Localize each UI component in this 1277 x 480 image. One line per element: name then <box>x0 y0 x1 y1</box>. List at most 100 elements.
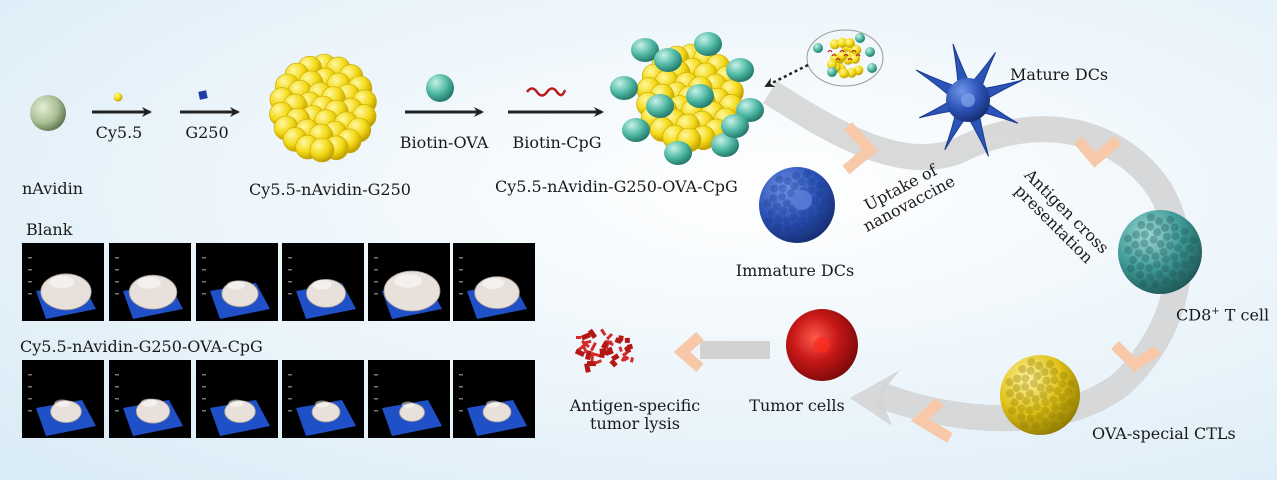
model-highlight <box>226 280 246 290</box>
label-navidin: nAvidin <box>22 179 84 198</box>
model-tick <box>115 374 119 376</box>
cell-texture <box>1129 255 1137 264</box>
mini-ball <box>846 67 857 78</box>
model-tick <box>374 257 378 259</box>
label-vaccine-group: Cy5.5-nAvidin-G250-OVA-CpG <box>20 337 263 356</box>
cell-texture <box>1146 272 1155 281</box>
mini-ova <box>827 67 837 77</box>
model-tick <box>115 293 119 295</box>
label-immature-dcs: Immature DCs <box>735 261 855 280</box>
cell-texture <box>1179 250 1188 259</box>
navidin-g250-cluster <box>269 53 377 163</box>
cell-texture <box>1169 269 1177 278</box>
ova-bump <box>664 141 692 165</box>
vaccine-panel-3 <box>196 360 278 438</box>
mini-ball <box>844 38 855 48</box>
cell-texture <box>763 199 772 208</box>
cell-texture <box>1180 260 1189 269</box>
lysis-fragment <box>611 353 620 362</box>
cell-texture <box>1177 270 1186 279</box>
chevron-5 <box>673 331 704 373</box>
label-g250: G250 <box>185 123 229 142</box>
model-tick <box>28 293 32 295</box>
cell-texture <box>808 213 817 222</box>
lysis-fragment <box>590 353 594 363</box>
model-tick <box>459 374 463 376</box>
ova-bump <box>610 76 638 100</box>
cell-texture <box>1180 227 1189 236</box>
cell-texture <box>1132 230 1141 239</box>
vaccine-model <box>115 374 183 436</box>
tumor-lysis-fragments <box>574 328 634 373</box>
cell-texture <box>779 206 788 215</box>
ova-bump <box>631 38 659 62</box>
lysis-fragment <box>581 339 592 345</box>
blank-model <box>374 257 442 319</box>
model-tick <box>28 374 32 376</box>
cell-texture <box>1136 262 1145 271</box>
cd8-superscript: + <box>1211 306 1220 317</box>
chevron-3 <box>1111 341 1162 373</box>
lysis-fragment <box>616 336 624 344</box>
model-tick <box>115 410 119 412</box>
g250-square <box>198 90 208 100</box>
cell-texture <box>1021 382 1030 391</box>
cell-texture <box>788 231 797 240</box>
label-tumor-lysis: Antigen-specific tumor lysis <box>560 397 710 433</box>
label-cd8-t-cell: CD8+ T cell <box>1176 303 1269 324</box>
cell-texture <box>1017 412 1026 421</box>
blank-panel-2 <box>109 243 191 321</box>
model-highlight <box>228 399 244 408</box>
cell-texture <box>1036 383 1045 392</box>
cell-texture <box>1126 264 1135 273</box>
mini-cpg <box>831 53 837 57</box>
chevron-2 <box>1073 135 1122 168</box>
cell-texture <box>1188 255 1197 264</box>
model-tick <box>374 398 378 400</box>
model-tick <box>288 386 292 388</box>
model-tick <box>374 410 378 412</box>
model-tick <box>115 386 119 388</box>
label-lysis-line1: Antigen-specific <box>569 396 701 415</box>
lysis-fragment <box>623 355 630 360</box>
cell-texture <box>1064 387 1073 396</box>
dotted-arrow-inset <box>764 63 809 88</box>
cell-texture <box>821 197 830 206</box>
model-tick <box>459 398 463 400</box>
ova-bump <box>686 84 714 108</box>
cy55-dot <box>113 92 123 102</box>
cell-texture <box>823 208 832 217</box>
model-tick <box>28 269 32 271</box>
cell-texture <box>1170 223 1179 232</box>
vaccine-model <box>374 374 442 436</box>
vaccine-model <box>202 374 270 436</box>
vaccine-model <box>459 374 527 436</box>
cell-texture <box>807 177 815 186</box>
lysis-fragment <box>622 351 628 357</box>
mini-ova <box>867 63 877 73</box>
model-tick <box>202 281 206 283</box>
cell-texture <box>782 216 791 225</box>
model-tick <box>28 281 32 283</box>
cell-texture <box>1049 420 1058 429</box>
cell-texture <box>1018 365 1027 374</box>
cell-texture <box>1056 412 1065 421</box>
cell-texture <box>778 184 787 193</box>
mini-ball <box>837 50 848 61</box>
ova-bump <box>694 32 722 56</box>
mini-cpg <box>851 49 857 53</box>
lysis-fragment <box>606 332 614 341</box>
vaccine-panel-4 <box>282 360 364 438</box>
cell-texture <box>1162 233 1171 241</box>
cell-texture <box>792 222 801 231</box>
cell-texture <box>1041 398 1050 407</box>
cell-texture <box>1161 255 1170 264</box>
ova-sphere <box>426 74 454 102</box>
vaccine-panel-2 <box>109 360 191 438</box>
ova-bump <box>654 48 682 72</box>
lysis-fragment <box>594 359 602 365</box>
cell-texture <box>815 203 824 212</box>
model-tick <box>374 386 378 388</box>
ova-bump <box>646 94 674 118</box>
lysis-fragment <box>600 340 609 350</box>
